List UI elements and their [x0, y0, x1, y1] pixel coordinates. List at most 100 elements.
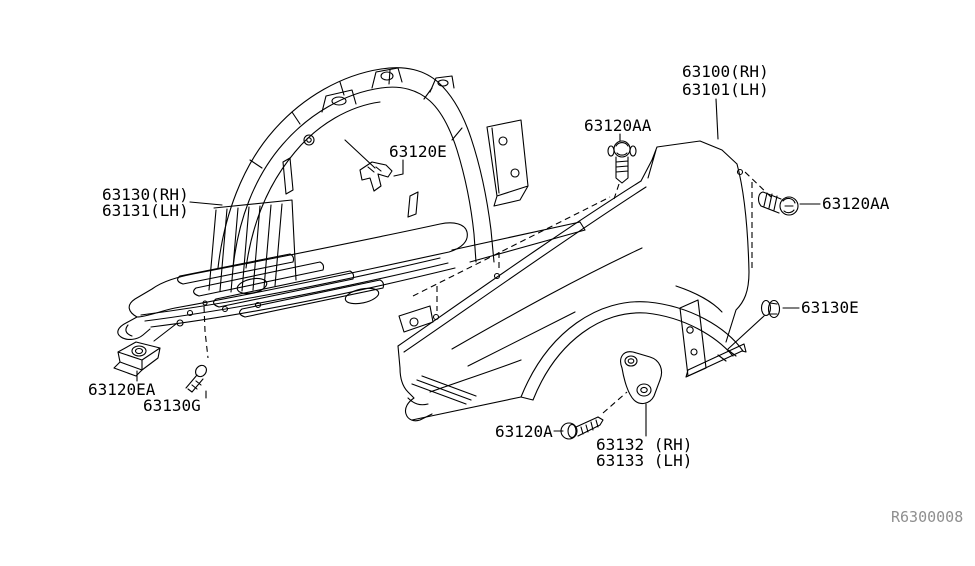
fender-front-foot	[397, 345, 433, 422]
protector-anchor-mark	[176, 319, 184, 327]
protector-tab-hole	[331, 96, 347, 106]
protector-band-line	[245, 101, 381, 269]
screw-shank	[575, 416, 604, 437]
screw-shank	[185, 374, 204, 393]
grommet-63130e-part[interactable]	[760, 299, 781, 319]
dashed-bolt-side-line	[744, 171, 772, 198]
fender-flange-hole	[690, 348, 698, 356]
nut-hole	[131, 345, 147, 357]
callout-bolt-side[interactable]: 63120AA	[822, 194, 890, 213]
protector-foot-tip	[117, 316, 151, 340]
bolt-shank	[615, 156, 629, 184]
callout-bracket-rh[interactable]: 63132 (RH)	[596, 435, 692, 454]
leader-lines	[136, 98, 821, 437]
protector-hole	[303, 134, 315, 146]
fender-left-tab	[398, 305, 434, 333]
front-fender-part[interactable]	[397, 140, 750, 422]
protector-band-mark	[221, 305, 229, 313]
protector-front-bands	[140, 257, 456, 328]
protector-floor	[128, 222, 468, 318]
leader-protector	[189, 201, 223, 206]
fender-sill-strip	[685, 343, 747, 378]
fender-protector-part[interactable]	[117, 67, 586, 340]
bolt-head-detail	[782, 197, 796, 214]
bolt-63120aa-side-part[interactable]	[758, 191, 799, 216]
bolt-flange	[629, 145, 637, 157]
clip-63120e-part[interactable]	[359, 161, 393, 192]
protector-tail	[451, 221, 586, 263]
bracket-tube-hole	[624, 355, 638, 367]
callout-bolt-top[interactable]: 63120AA	[584, 116, 652, 135]
fender-character-line	[675, 285, 723, 313]
bracket-tube-hole	[640, 386, 648, 394]
bolt-63120aa-top-part[interactable]	[607, 140, 637, 184]
bracket-63132-part[interactable]	[620, 351, 663, 405]
bracket-icon	[620, 351, 663, 405]
fender-cowl-corner	[640, 140, 738, 182]
fender-crease	[451, 247, 643, 367]
grommet-icon	[760, 299, 772, 317]
protector-finger-slot	[213, 270, 355, 308]
leader-fender	[715, 98, 719, 140]
protector-finger-slot	[239, 279, 385, 318]
leader-grommet	[727, 307, 800, 350]
fender-wheel-arch	[520, 301, 744, 401]
dashed-bolt-line	[613, 183, 620, 200]
protector-tab-hole	[437, 79, 449, 87]
leader-nut	[136, 323, 177, 382]
grommet-detail	[769, 302, 778, 315]
fender-crease	[429, 359, 522, 393]
callout-grommet[interactable]: 63130E	[801, 298, 859, 317]
callout-fender-rh[interactable]: 63100(RH)	[682, 62, 769, 81]
protector-slot	[282, 157, 419, 218]
diagram-code: R6300008	[891, 508, 963, 526]
callout-bracket-lh[interactable]: 63133 (LH)	[596, 451, 692, 470]
fender-bottom-edge	[411, 396, 522, 421]
callout-screw-small[interactable]: 63130G	[143, 396, 201, 415]
protector-tab	[429, 75, 455, 93]
protector-band-ticks	[249, 69, 463, 169]
protector-tab-hole	[380, 71, 394, 81]
dashed-top-projection	[412, 196, 611, 297]
leader-clip	[344, 139, 404, 177]
protector-finger-slot	[177, 253, 295, 285]
callout-fender-lh[interactable]: 63101(LH)	[682, 80, 769, 99]
bracket-tube-hole	[636, 383, 652, 397]
nut-63120ea-part[interactable]	[113, 341, 161, 377]
callout-clip[interactable]: 63120E	[389, 142, 447, 161]
callout-protector-rh[interactable]: 63130(RH)	[102, 185, 189, 204]
protector-hole	[306, 137, 312, 143]
callout-protector-lh[interactable]: 63131(LH)	[102, 201, 189, 220]
dashed-screw-a-line	[602, 391, 628, 414]
protector-outer-arch	[217, 67, 495, 269]
protector-tab	[321, 89, 357, 113]
fender-hole-mark	[736, 168, 744, 176]
bolt-head-detail	[615, 142, 629, 156]
protector-flange	[486, 119, 529, 207]
fender-hole-mark	[432, 313, 440, 321]
fender-left-tab-hole	[409, 317, 419, 327]
fender-hole-mark	[493, 272, 501, 280]
callout-screw-front[interactable]: 63120A	[495, 422, 553, 441]
protector-anchor-mark	[202, 300, 208, 306]
dashed-screw-g-line	[203, 305, 209, 359]
protector-floor-oval	[344, 287, 380, 305]
protector-band-mark	[186, 309, 194, 317]
protector-finger-slot	[193, 261, 325, 297]
fender-front-band	[411, 375, 477, 405]
grommet-icon	[767, 299, 781, 319]
bolt-flange	[607, 145, 615, 157]
protector-rib-comb	[208, 199, 297, 293]
callouts: 63130(RH) 63131(LH) 63120E 63120AA 63100…	[88, 62, 890, 470]
screw-head-detail	[567, 423, 577, 439]
fender-top-edge	[397, 180, 647, 353]
screw-63130g-part[interactable]	[185, 363, 209, 393]
bolt-shank	[758, 191, 782, 214]
bolt-head-icon	[779, 196, 799, 216]
clip-icon	[359, 161, 393, 192]
fender-flange-hole	[686, 326, 694, 334]
protector-flange-hole	[510, 168, 520, 178]
callout-nut[interactable]: 63120EA	[88, 380, 156, 399]
